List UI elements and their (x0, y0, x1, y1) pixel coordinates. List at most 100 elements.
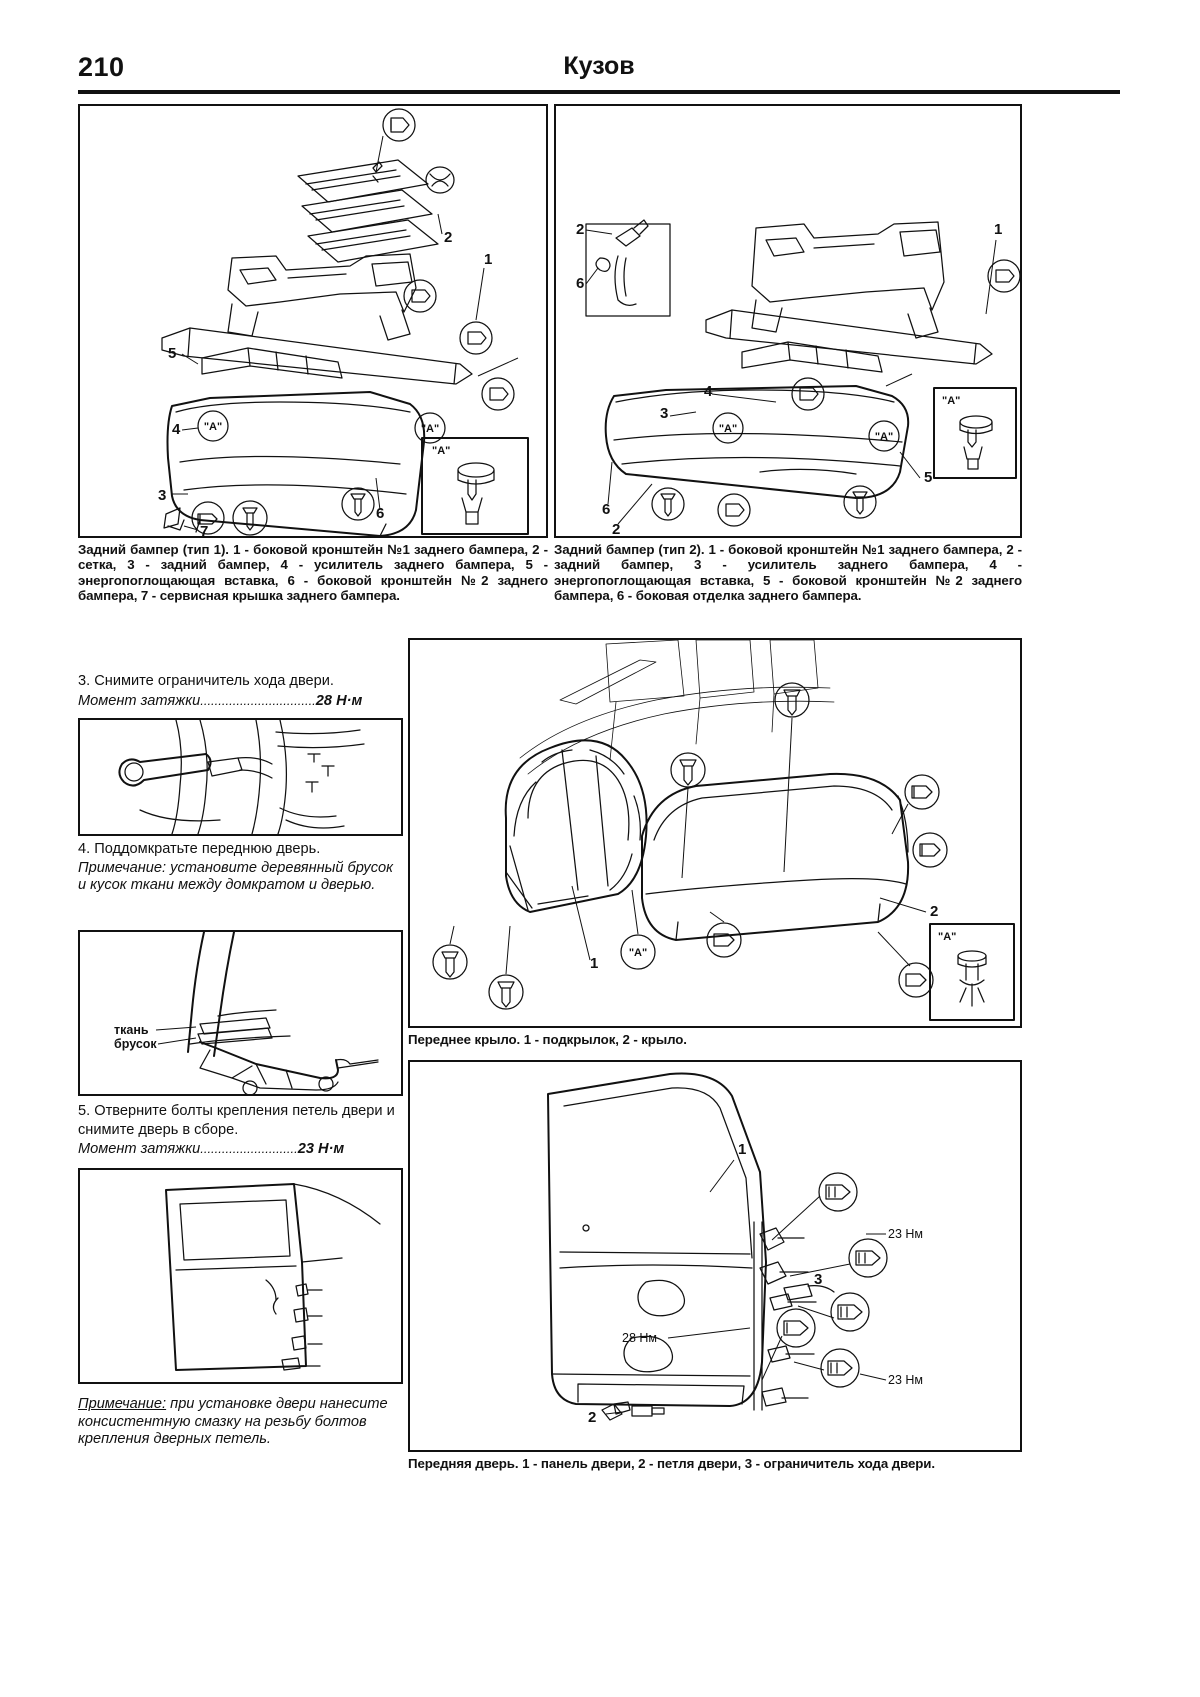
rear-bumper-cover-2 (604, 385, 910, 499)
step5-torque-label: Момент затяжки (78, 1141, 201, 1157)
page-number: 210 (78, 52, 125, 82)
detail-inset-a-2: "A" (933, 387, 1017, 479)
energy-absorber-2 (741, 341, 883, 373)
detail-inset-a: "A" (421, 437, 529, 535)
detail-marker-a-left: "A" (197, 410, 229, 442)
torque-label-3: 23 Нм (888, 1373, 923, 1387)
step3-torque-value: 28 Н·м (315, 693, 363, 709)
bottom-note-text: при установке двери нанесите консистентн… (78, 1396, 388, 1447)
step4-note-text: установите деревянный брусок и кусок тка… (78, 860, 393, 893)
callout-2: 2 (444, 229, 452, 246)
caption-rear-bumper-type1: Задний бампер (тип 1). 1 - боковой кронш… (78, 542, 548, 604)
label-block: брусок (114, 1037, 157, 1051)
fastener-callouts (191, 279, 515, 536)
svg-text:"A": "A" (942, 395, 960, 407)
bottom-note-label: Примечание: (78, 1396, 167, 1412)
callout-3: 3 (158, 487, 166, 504)
figure-rear-bumper-type1: 2 (78, 104, 548, 538)
fender-liner (504, 739, 648, 913)
detail-marker-a-2: "A" (868, 420, 900, 452)
step4-note-label: Примечание: (78, 860, 167, 876)
step4-text: 4. Поддомкратьте переднюю дверь. (78, 841, 321, 857)
bumper-reinforcement (161, 327, 473, 385)
door-assembly-drawing (165, 1183, 381, 1371)
torque-label-2: 28 Нм (622, 1331, 657, 1345)
rear-bumper-type2-drawing: 2 6 (576, 219, 1020, 536)
callout-3: 3 (814, 1271, 822, 1288)
svg-text:"A": "A" (432, 445, 450, 457)
detail-marker-a: "A" (620, 934, 656, 970)
svg-text:"A": "A" (938, 931, 956, 943)
bumper-reinforcement-2 (705, 309, 993, 365)
figure-rear-bumper-type2: 2 6 (554, 104, 1022, 538)
figure-jack-door: ткань брусок (78, 930, 403, 1096)
figure-door-assembly (78, 1168, 403, 1384)
mesh-strips (297, 159, 455, 263)
caption-front-door: Передняя дверь. 1 - панель двери, 2 - пе… (408, 1456, 935, 1471)
svg-text:"A": "A" (719, 423, 737, 435)
callout-5: 5 (924, 469, 932, 486)
callout-6: 6 (376, 505, 384, 522)
svg-text:"A": "A" (875, 431, 893, 443)
rear-bumper-cover (166, 391, 426, 536)
front-door-drawing: 1 3 (547, 1072, 923, 1426)
fastener-callouts-2 (651, 259, 1020, 527)
callout-1: 1 (994, 221, 1002, 238)
header-rule (78, 90, 1120, 94)
callout-2: 2 (930, 903, 938, 920)
door-hinges (753, 1221, 817, 1411)
svg-text:"A": "A" (204, 421, 222, 433)
door-check-drawing (118, 720, 365, 834)
figure-front-fender: 2 1 "A" (408, 638, 1022, 1028)
step5-text: 5. Отверните болты крепления петель двер… (78, 1103, 395, 1138)
label-cloth: ткань (114, 1023, 149, 1037)
callout-1: 1 (590, 955, 598, 972)
callout-4: 4 (172, 421, 181, 438)
callout-5: 5 (168, 345, 176, 362)
figure-front-door: 1 3 (408, 1060, 1022, 1452)
callout-2-left: 2 (576, 221, 584, 238)
svg-text:"A": "A" (629, 947, 647, 959)
step5-torque-dots: ........................... (200, 1141, 298, 1156)
callout-7: 7 (200, 523, 208, 536)
bottom-note: Примечание: при установке двери нанесите… (78, 1396, 403, 1449)
callout-3: 3 (660, 405, 668, 422)
callout-1: 1 (484, 251, 492, 268)
callout-2: 2 (612, 521, 620, 536)
floor-jack (199, 1041, 379, 1094)
detail-inset-a: "A" (929, 923, 1015, 1021)
figure-door-check-removal (78, 718, 403, 836)
jack-drawing: ткань брусок (114, 932, 379, 1094)
hinge-detail-small (601, 1401, 665, 1421)
rear-body-panel-2 (751, 221, 945, 339)
fender-panel (641, 772, 910, 941)
rear-bumper-type1-drawing: 2 (158, 108, 529, 536)
body-structure (519, 640, 835, 775)
detail-marker-a-1: "A" (712, 412, 744, 444)
step5-torque-value: 23 Н·м (297, 1141, 345, 1157)
fastener-callouts (432, 682, 948, 1010)
callout-6-left: 6 (576, 275, 584, 292)
callout-6: 6 (602, 501, 610, 518)
callout-2: 2 (588, 1409, 596, 1426)
step4-note: Примечание: установите деревянный брусок… (78, 860, 403, 894)
caption-front-fender: Переднее крыло. 1 - подкрылок, 2 - крыло… (408, 1032, 687, 1047)
service-cover (163, 507, 185, 531)
torque-label-1: 23 Нм (888, 1227, 923, 1241)
step3-torque: Момент затяжки..........................… (78, 692, 403, 711)
callout-1: 1 (738, 1141, 746, 1158)
step5-torque: Момент затяжки..........................… (78, 1140, 403, 1159)
svg-text:"A": "A" (421, 423, 439, 435)
front-fender-drawing: 2 1 "A" (432, 640, 1015, 1021)
callout-4: 4 (704, 383, 713, 400)
step3-torque-label: Момент затяжки (78, 693, 201, 709)
caption-rear-bumper-type2: Задний бампер (тип 2). 1 - боковой кронш… (554, 542, 1022, 604)
side-trim-inset (585, 219, 671, 317)
rear-body-panel (227, 253, 417, 341)
door-panel (547, 1072, 767, 1407)
page-title: Кузов (563, 52, 635, 80)
detail-marker-a-right: "A" (414, 412, 446, 444)
page-header: 210 Кузов (78, 52, 1120, 96)
energy-absorber (201, 347, 343, 379)
